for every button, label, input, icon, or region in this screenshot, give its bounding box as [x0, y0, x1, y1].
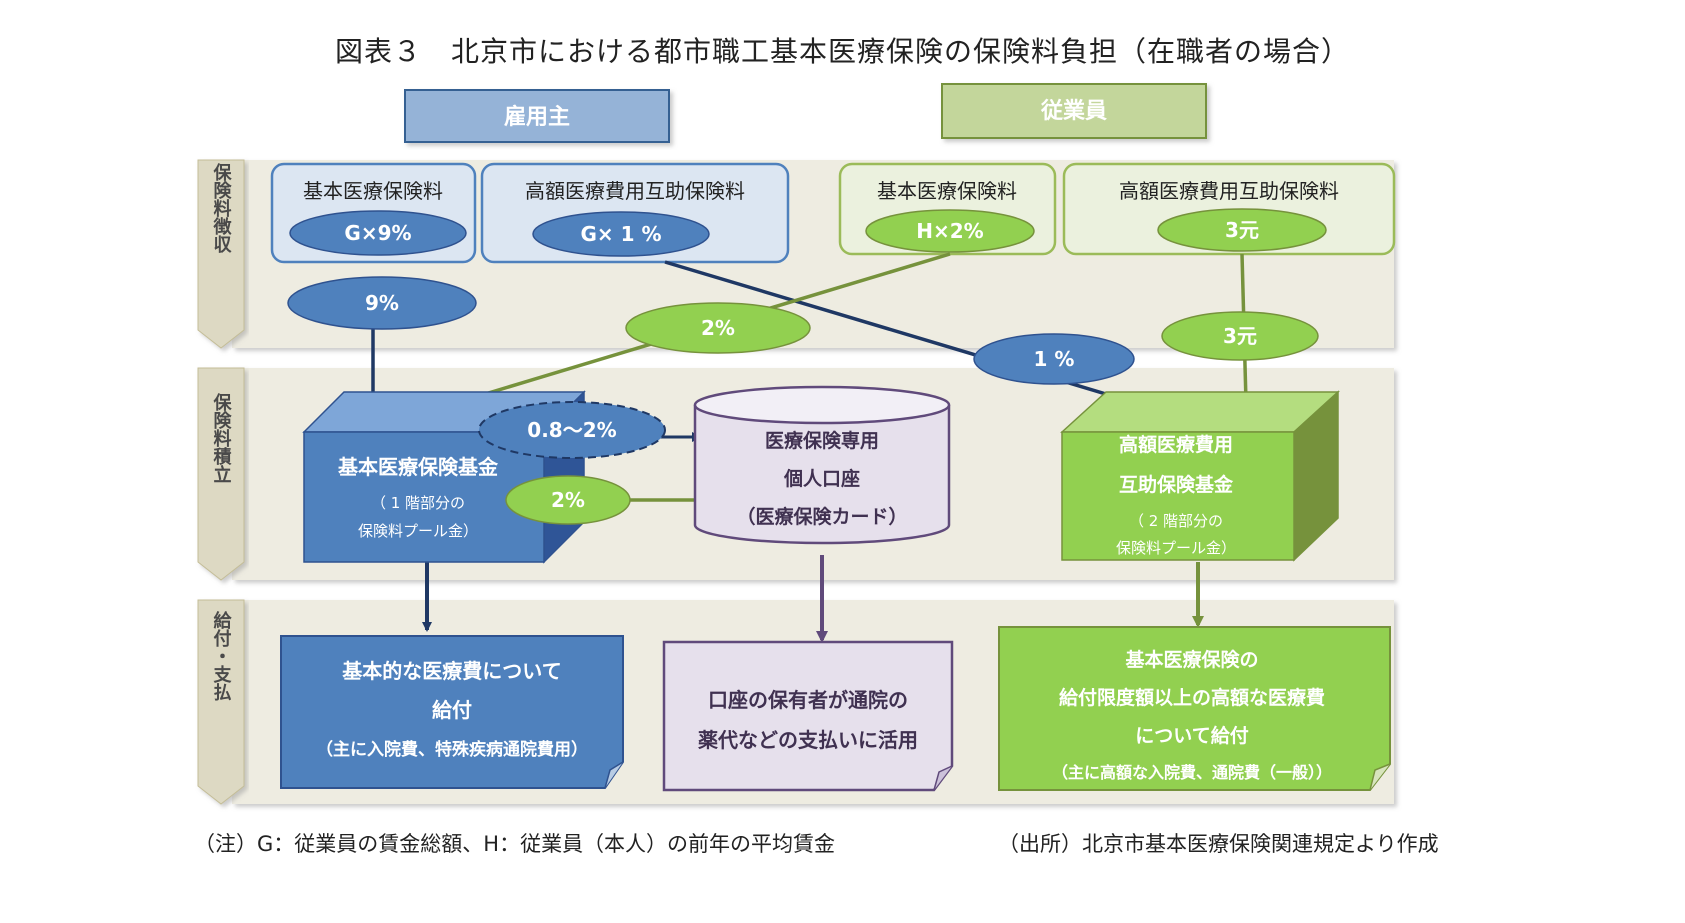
source-note: （出所）北京市基本医療保険関連規定より作成 [998, 832, 1439, 856]
basic-fund-note2: 保険料プール金） [358, 522, 478, 540]
employee-header: 従業員 [941, 83, 1207, 139]
flow-employee-high: 3元 [1161, 311, 1319, 361]
flow-employer-high-label: 1 % [1034, 347, 1075, 371]
employee-basic-fee-box: 基本医療保険料 H×2% [838, 162, 1057, 256]
employer-basic-rate-oval [289, 210, 467, 256]
account-benefit-box: 口座の保有者が通院の 薬代などの支払いに活用 [662, 640, 954, 792]
basic-fund-title: 基本医療保険基金 [338, 455, 499, 479]
employer-header-text: 雇用主 [504, 104, 570, 130]
basic-benefit-box: 基本的な医療費について 給付 （主に入院費、特殊疾病通院費用） [280, 635, 624, 789]
account-line2: 個人口座 [783, 467, 860, 490]
footnote: （注）G：従業員の賃金総額、H：従業員（本人）の前年の平均賃金 [194, 832, 836, 856]
figure-title: 図表３ 北京市における都市職工基本医療保険の保険料負担（在職者の場合） [334, 35, 1350, 68]
employee-high-fee-label: 高額医療費用互助保険料 [1119, 179, 1339, 203]
row-label-collection: 保険料徴収 [197, 159, 245, 349]
employee-high-fee-box: 高額医療費用互助保険料 3元 [1062, 162, 1396, 256]
employee-header-text: 従業員 [1040, 98, 1107, 124]
account-line1: 医療保険専用 [765, 429, 879, 452]
employer-header: 雇用主 [404, 89, 670, 143]
flow-transfer-employee-label: 2% [551, 488, 585, 512]
high-benefit-line1: 基本医療保険の [1124, 648, 1258, 671]
employee-basic-rate-oval [865, 209, 1035, 253]
high-fund-note1: （ 2 階部分の [1129, 512, 1223, 530]
flow-employee-basic-label: 2% [701, 316, 735, 340]
high-fund-cube: 高額医療費用 互助保険基金 （ 2 階部分の 保険料プール金） [1060, 390, 1340, 562]
high-benefit-line4: （主に高額な入院費、通院費（一般）） [1052, 763, 1332, 782]
high-benefit-box: 基本医療保険の 給付限度額以上の高額な医療費 について給付 （主に高額な入院費、… [998, 626, 1391, 791]
basic-fund-note1: （ 1 階部分の [371, 494, 465, 512]
employee-basic-rate: H×2% [916, 219, 983, 243]
flow-employee-high-label: 3元 [1223, 324, 1257, 348]
employer-basic-rate: G×9% [344, 221, 411, 245]
account-line3: （医療保険カード） [736, 505, 907, 528]
employer-high-rate: G× 1 % [580, 222, 661, 246]
employer-basic-fee-label: 基本医療保険料 [303, 179, 443, 203]
basic-benefit-line3: （主に入院費、特殊疾病通院費用） [316, 739, 588, 760]
flow-employer-basic-label: 9% [365, 291, 399, 315]
row-label-collection-text: 保険料徴収 [211, 162, 233, 254]
personal-account-cylinder: 医療保険専用 個人口座 （医療保険カード） [693, 385, 951, 545]
employee-basic-fee-label: 基本医療保険料 [877, 179, 1017, 203]
basic-benefit-line1: 基本的な医療費について [342, 659, 561, 683]
account-benefit-line2: 薬代などの支払いに活用 [698, 728, 918, 752]
flow-transfer-range-label: 0.8～2% [527, 418, 616, 442]
row-label-accumulation: 保険料積立 [197, 367, 245, 581]
employer-high-fee-box: 高額医療費用互助保険料 G× 1 % [480, 162, 790, 264]
flow-transfer-employee: 2% [505, 475, 631, 525]
flow-employer-basic: 9% [287, 276, 477, 330]
arrow-employer-high [664, 260, 1168, 415]
employer-high-rate-oval [532, 211, 710, 257]
account-benefit-line1: 口座の保有者が通院の [708, 688, 908, 712]
employee-high-rate-oval [1157, 208, 1327, 252]
row-label-payment: 給付・支払 [197, 599, 245, 805]
basic-benefit-line2: 給付 [432, 698, 472, 722]
high-fund-line2: 互助保険基金 [1119, 473, 1234, 496]
flow-transfer-range: 0.8～2% [478, 401, 666, 459]
row-label-accumulation-text: 保険料積立 [211, 392, 233, 483]
high-fund-line1: 高額医療費用 [1119, 433, 1233, 456]
employer-high-fee-label: 高額医療費用互助保険料 [525, 179, 745, 203]
employee-high-rate: 3元 [1225, 218, 1259, 242]
flow-employee-basic: 2% [625, 302, 811, 354]
high-fund-note2: 保険料プール金） [1116, 539, 1236, 557]
high-benefit-line2: 給付限度額以上の高額な医療費 [1059, 686, 1325, 709]
flow-employer-high: 1 % [973, 333, 1135, 385]
high-benefit-line3: について給付 [1135, 724, 1248, 747]
row-label-payment-text: 給付・支払 [211, 610, 233, 701]
employer-basic-fee-box: 基本医療保険料 G×9% [270, 162, 477, 264]
